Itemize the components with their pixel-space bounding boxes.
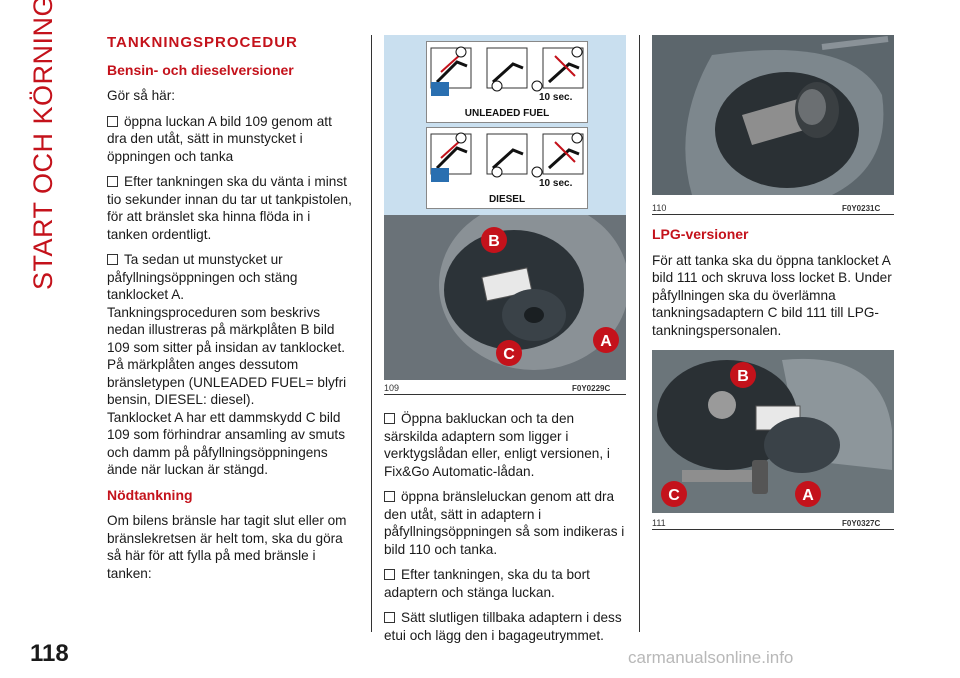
paragraph: Om bilens bränsle har tagit slut eller o… [107,513,347,581]
bullet-item: Ta sedan ut munstycket ur påfyllningsöpp… [107,252,298,302]
figure-number: 109 [384,383,400,393]
figure-code: F0Y0231C [842,204,881,213]
checkbox-icon [107,176,118,187]
subheading-petrol-diesel: Bensin- och dieselversioner [107,61,294,78]
side-section-title: START OCH KÖRNING [28,0,88,290]
checkbox-icon [384,569,395,580]
column-right: LPG-versioner För att tanka ska du öppna… [652,226,900,347]
checkbox-icon [107,254,118,265]
fuel-sticker-diesel: 10 sec. DIESEL [426,127,588,209]
figure-109: 10 sec. UNLEADED FUEL 10 sec. DIESEL [384,35,626,380]
svg-text:B: B [488,233,500,250]
figure-code: F0Y0229C [572,384,611,393]
figure-rule [384,394,626,395]
sticker-label-diesel: DIESEL [488,194,526,205]
bullet-item: öppna luckan A bild 109 genom att dra de… [107,113,332,164]
figure-rule [652,529,894,530]
svg-text:C: C [503,346,515,363]
lpg-filler-photo: B A C [652,350,894,513]
column-middle: Öppna bakluckan och ta den särskilda ada… [384,410,631,652]
figure-111: B A C [652,350,894,513]
subheading-lpg: LPG-versioner [652,226,749,242]
subheading-emergency: Nödtankning [107,486,193,503]
column-divider [639,35,640,632]
checkbox-icon [384,413,395,424]
refuel-steps-icon [430,46,584,96]
bullet-item: Sätt slutligen tillbaka adaptern i dess … [384,610,622,643]
section-heading: TANKNINGSPROCEDUR [107,34,298,51]
figure-number: 111 [652,518,666,528]
paragraph: För att tanka ska du öppna tanklocket A … [652,252,892,338]
paragraph: Tanklocket A har ett dammskydd C bild 10… [107,409,345,478]
checkbox-icon [107,115,118,127]
refuel-steps-icon [430,132,584,182]
paragraph: Tankningsproceduren som beskrivs nedan i… [107,304,347,408]
column-left: TANKNINGSPROCEDUR Bensin- och dieselvers… [107,34,354,590]
bullet-item: Efter tankningen, ska du ta bort adapter… [384,567,590,600]
watermark: carmanualsonline.info [628,648,794,667]
side-title-text: START OCH KÖRNING [28,0,58,290]
intro-text: Gör så här: [107,88,175,103]
figure-rule [652,214,894,215]
bullet-item: Öppna bakluckan och ta den särskilda ada… [384,411,610,479]
bullet-item: Efter tankningen ska du vänta i minst ti… [107,174,352,242]
figure-110 [652,35,894,195]
column-divider [371,35,372,632]
lpg-adapter-photo [652,35,894,195]
fuel-flap-photo: B A C [384,215,626,380]
svg-text:A: A [802,487,814,504]
checkbox-icon [384,612,395,623]
figure-number: 110 [652,203,667,213]
wait-seconds-label: 10 sec. [539,178,573,189]
wait-seconds-label: 10 sec. [539,92,573,103]
page-number: 118 [30,640,69,667]
fuel-sticker-unleaded: 10 sec. UNLEADED FUEL [426,41,588,123]
svg-text:B: B [737,368,749,385]
checkbox-icon [384,491,395,502]
svg-text:A: A [600,333,612,350]
figure-code: F0Y0327C [842,519,881,528]
sticker-label-unleaded: UNLEADED FUEL [464,108,550,119]
bullet-item: öppna bränsleluckan genom att dra den ut… [384,489,625,557]
svg-text:C: C [668,487,680,504]
